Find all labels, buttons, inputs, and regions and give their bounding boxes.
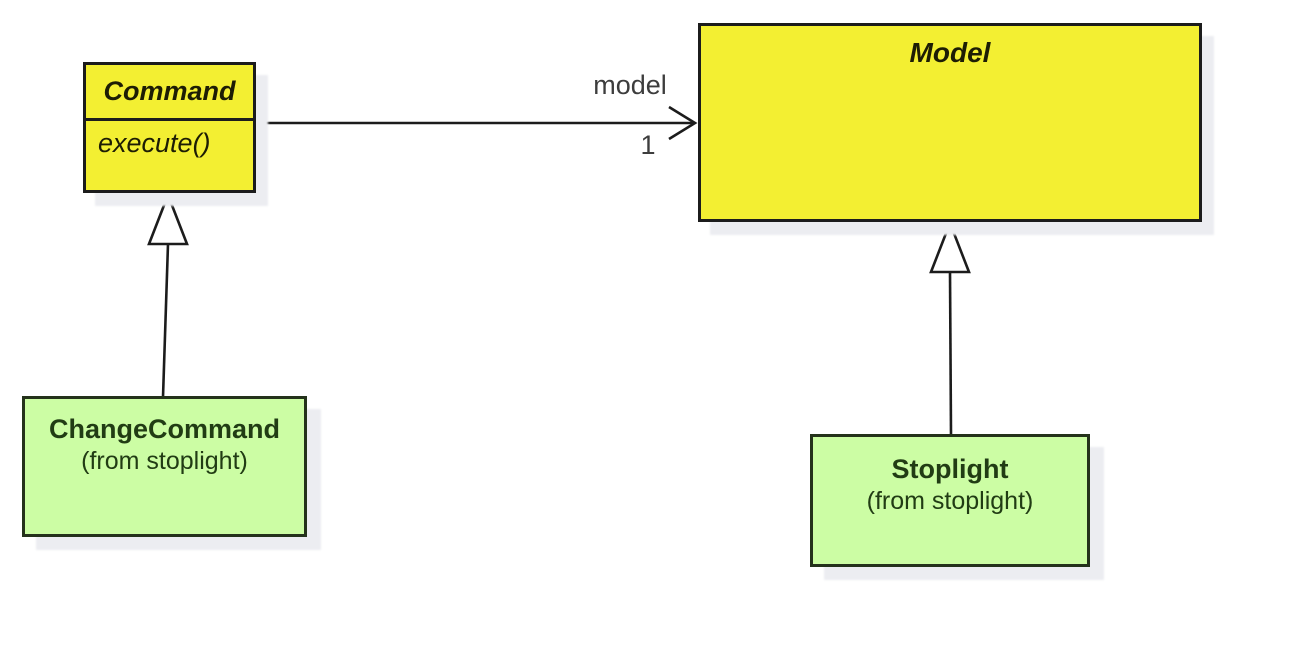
class-package-changecommand: (from stoplight): [81, 447, 248, 475]
class-title-model: Model: [909, 37, 991, 68]
generalization-triangle-icon-command: [147, 191, 189, 246]
association-role-label: model: [593, 70, 667, 100]
association-multiplicity-label: 1: [640, 130, 656, 160]
class-title-command: Command: [86, 65, 253, 121]
class-box-command: Command execute(): [83, 62, 256, 193]
class-title-changecommand: ChangeCommand: [48, 414, 281, 444]
class-title-stoplight: Stoplight: [891, 454, 1009, 484]
generalization-line-changecommand-command: [161, 243, 170, 398]
class-package-stoplight: (from stoplight): [866, 487, 1034, 515]
class-box-changecommand: ChangeCommand (from stoplight): [22, 396, 307, 537]
generalization-triangle-icon-model: [929, 219, 971, 274]
class-box-model: Model: [698, 23, 1202, 222]
generalization-line-stoplight-model: [948, 271, 953, 436]
class-box-stoplight: Stoplight (from stoplight): [810, 434, 1090, 567]
association-open-arrowhead-icon: [668, 105, 698, 141]
class-member-execute: execute(): [98, 128, 211, 158]
